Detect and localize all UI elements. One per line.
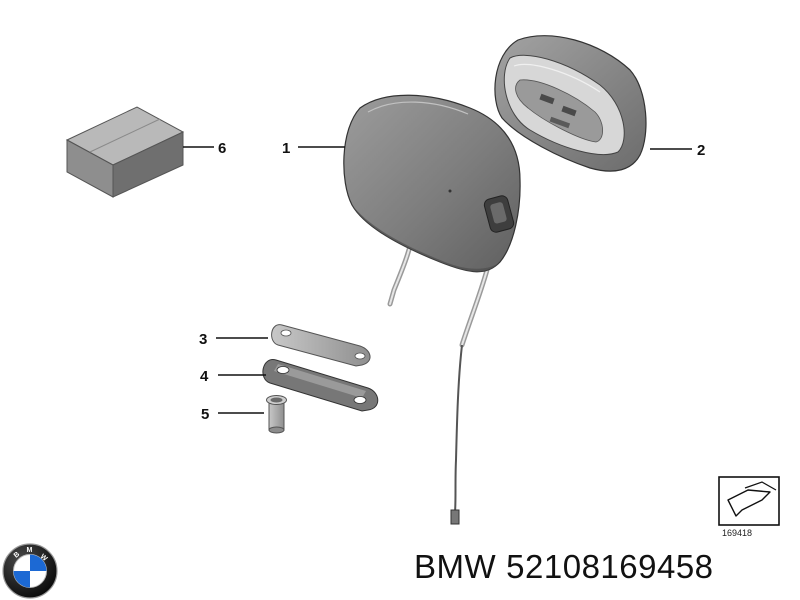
callout-4: 4 [200, 368, 209, 385]
bmw-logo-letter-m: M [27, 547, 33, 554]
bmw-logo-letter-w: W [39, 553, 49, 563]
brand-name: BMW [414, 548, 497, 585]
bmw-logo: B M W [2, 543, 58, 599]
part-4-plate [262, 359, 379, 412]
callout-3: 3 [199, 331, 207, 348]
reference-number: 169418 [722, 528, 752, 538]
part-1-headrest [343, 94, 521, 525]
part-5-bushing [266, 395, 287, 434]
callout-6: 6 [218, 140, 226, 157]
callout-1: 1 [282, 140, 290, 157]
part-6-box [65, 106, 185, 198]
reference-box [718, 476, 780, 526]
callout-5: 5 [201, 406, 209, 423]
part-number: 52108169458 [506, 548, 714, 585]
bmw-logo-letter-b: B [13, 551, 21, 560]
callout-2: 2 [697, 142, 705, 159]
part-3-plate [271, 324, 371, 367]
part-2-headrest-shell [494, 35, 647, 172]
arrow-icon [727, 489, 771, 517]
